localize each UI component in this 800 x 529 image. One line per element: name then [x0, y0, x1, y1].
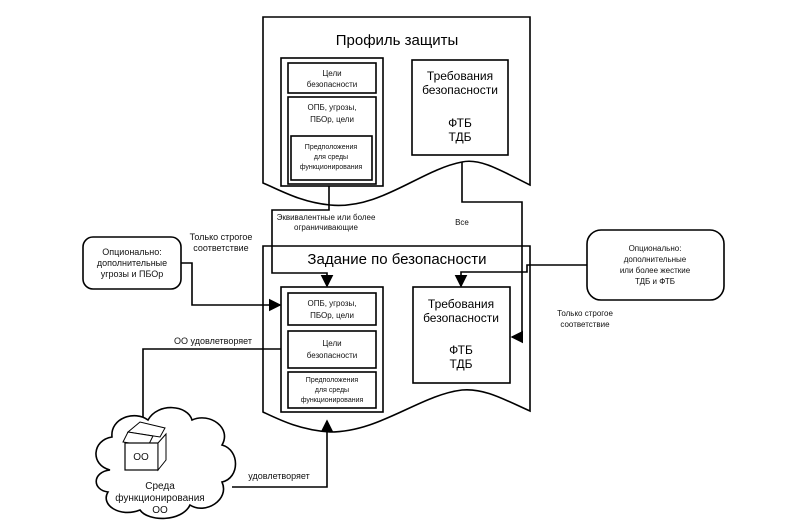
profile-assumptions-box — [290, 135, 373, 181]
text: ФТБ — [449, 343, 473, 357]
text: Требования — [427, 69, 493, 83]
text: угрозы и ПБОр — [101, 269, 164, 279]
environment-caption: ОО — [152, 505, 168, 516]
text: функционирования — [300, 164, 363, 171]
strict-left-label: Только строгое — [190, 232, 253, 242]
text: безопасности — [307, 351, 358, 360]
target-assumptions-box — [287, 371, 377, 409]
text: функционирования — [301, 397, 364, 404]
environment-caption: Среда — [145, 481, 175, 492]
toe-satisfies-line — [142, 348, 281, 422]
text: безопасности — [422, 83, 498, 97]
all-arrow — [461, 162, 524, 344]
environment-cloud: ОО Среда функционирования ОО — [95, 406, 237, 520]
text: ОПБ, угрозы, — [307, 299, 356, 308]
environment-caption: функционирования — [115, 492, 204, 504]
equivalent-arrow — [271, 186, 334, 288]
text: Требования — [428, 297, 494, 311]
profile-objectives-box — [287, 62, 377, 94]
strict-right-label: Только строгое — [557, 309, 613, 318]
text: Цели — [322, 339, 341, 348]
optional-right-box — [586, 229, 725, 301]
strict-left-label: соответствие — [193, 243, 248, 253]
text: ОПБ, угрозы, — [307, 103, 356, 112]
target-requirements-box — [412, 286, 511, 384]
text: для среды — [315, 387, 349, 394]
text: Опционально: — [629, 244, 682, 253]
optional-right-arrow — [454, 264, 587, 288]
text: ТДБ и ФТБ — [635, 277, 675, 286]
security-target-document: Задание по безопасности ОПБ, угрозы, ПБО… — [262, 245, 531, 433]
profile-requirements-box — [411, 59, 509, 156]
target-objectives-box — [287, 330, 377, 369]
toe-label: ОО — [133, 452, 149, 463]
text: Предположения — [306, 377, 359, 384]
satisfies-arrow — [232, 419, 334, 488]
text: для среды — [314, 154, 348, 161]
equivalent-label: ограничивающие — [294, 223, 358, 232]
text: или более жесткие — [620, 266, 691, 275]
text: безопасности — [423, 311, 499, 325]
text: Цели — [322, 69, 341, 78]
optional-left-arrow — [181, 262, 282, 312]
text: ТДБ — [450, 357, 473, 371]
text: ФТБ — [448, 116, 472, 130]
text: ПБОр, цели — [310, 115, 354, 124]
profile-title: Профиль защиты — [336, 32, 459, 49]
text: Опционально: — [102, 247, 161, 257]
toe-satisfies-label: ОО удовлетворяет — [174, 336, 252, 346]
text: Предположения — [305, 144, 358, 151]
protection-profile-document: Профиль защиты Цели безопасности ОПБ, уг… — [262, 16, 531, 207]
toe-box-icon — [122, 421, 167, 472]
text: дополнительные — [97, 258, 167, 268]
optional-left-box — [82, 236, 182, 290]
target-threats-box — [287, 292, 377, 326]
target-title: Задание по безопасности — [307, 251, 486, 268]
satisfies-label: удовлетворяет — [248, 471, 309, 481]
text: безопасности — [307, 80, 358, 89]
equivalent-label: Эквивалентные или более — [277, 213, 376, 222]
text: ТДБ — [449, 130, 472, 144]
text: дополнительные — [624, 255, 687, 264]
strict-right-label: соответствие — [560, 320, 610, 329]
text: ПБОр, цели — [310, 311, 354, 320]
all-label: Все — [455, 218, 469, 227]
